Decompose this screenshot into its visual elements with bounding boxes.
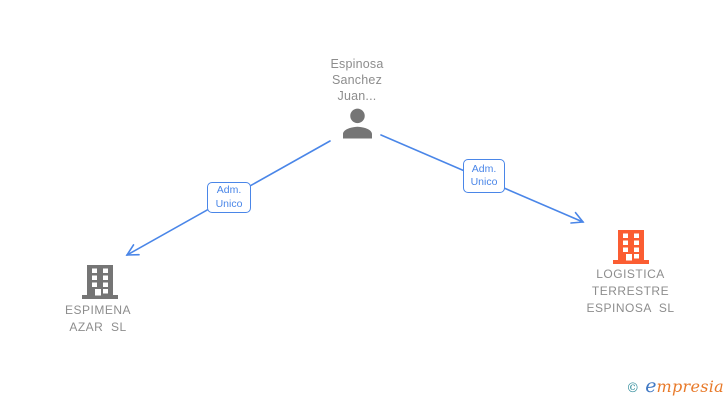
edge-label-adm-unico-left[interactable]: Adm. Unico <box>207 182 251 213</box>
arrowhead-right-icon <box>570 211 585 224</box>
company-building-icon-right[interactable] <box>613 230 649 264</box>
brand-wordmark-e: e <box>645 375 657 397</box>
brand-wordmark: empresia <box>645 375 724 397</box>
arrowhead-left-icon <box>125 244 140 256</box>
copyright-icon: © <box>626 381 640 396</box>
company-node-name-right[interactable]: LOGISTICA TERRESTRE ESPINOSA SL <box>586 267 675 315</box>
brand-wordmark-rest: mpresia <box>656 377 724 396</box>
edge-label-adm-unico-right[interactable]: Adm. Unico <box>463 159 505 193</box>
person-node-name[interactable]: Espinosa Sanchez Juan... <box>330 57 384 103</box>
company-node-name-left[interactable]: ESPIMENA AZAR SL <box>64 303 131 334</box>
empresia-logo[interactable]: © empresia <box>626 375 724 397</box>
person-icon[interactable] <box>343 105 372 139</box>
company-building-icon-left[interactable] <box>82 265 118 299</box>
